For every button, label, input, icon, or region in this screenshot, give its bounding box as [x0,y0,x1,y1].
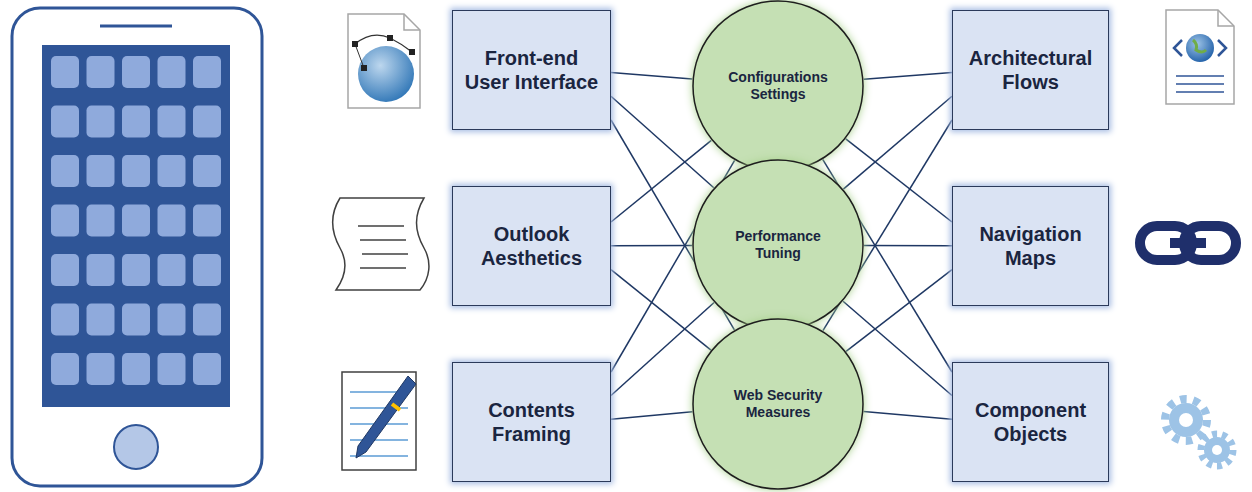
gears-icon [1165,399,1233,466]
chain-link-icon [1140,226,1236,260]
app-icon [193,106,221,138]
app-icon [87,155,115,187]
app-icon [122,254,150,286]
app-icon [87,106,115,138]
app-icon [158,106,186,138]
phone-screen [42,45,230,407]
home-button [114,425,158,469]
app-icon [158,205,186,237]
process-circle: Configurations Settings [692,0,864,172]
node-label: Architectural Flows [963,46,1098,94]
app-icon-grid [51,56,221,385]
app-icon [122,155,150,187]
node-label: Performance Tuning [716,228,840,263]
app-icon [122,106,150,138]
app-icon [158,353,186,385]
node-label: Web Security Measures [716,387,840,422]
process-circle: Web Security Measures [692,318,864,490]
app-icon [51,304,79,336]
phone-speaker [100,25,172,28]
phone-body [12,8,262,486]
app-icon [122,56,150,88]
connector-line [864,72,952,79]
input-box: Outlook Aesthetics [452,186,611,306]
app-icon [51,254,79,286]
connector-line [611,270,711,350]
connector-line [611,245,692,247]
app-icon [122,353,150,385]
app-icon [158,155,186,187]
node-label: Component Objects [963,398,1098,446]
app-icon [122,205,150,237]
process-circle: Performance Tuning [692,159,864,331]
circle-shape [693,160,863,330]
vector-document-icon [348,14,420,108]
input-box: Contents Framing [452,362,611,482]
app-icon [87,56,115,88]
pen-document-icon [342,372,416,470]
connector-line [864,245,952,247]
app-icon [87,304,115,336]
connector-line [846,139,952,222]
app-icon [158,304,186,336]
output-box: Architectural Flows [952,10,1109,130]
connector-line [864,412,952,420]
app-icon [87,205,115,237]
input-box: Front-end User Interface [452,10,611,130]
node-label: Contents Framing [463,398,600,446]
node-label: Front-end User Interface [463,46,600,94]
connector-line [846,270,952,352]
app-icon [193,205,221,237]
node-label: Outlook Aesthetics [463,222,600,270]
node-label: Configurations Settings [716,69,840,104]
app-icon [51,56,79,88]
connector-line [611,140,711,222]
circle-shape [693,1,863,171]
node-label: Navigation Maps [963,222,1098,270]
app-icon [193,353,221,385]
app-icon [193,56,221,88]
app-icon [193,304,221,336]
app-icon [193,254,221,286]
web-document-icon [1166,10,1234,104]
app-icon [158,56,186,88]
app-icon [122,304,150,336]
scroll-icon [333,198,429,290]
app-icon [51,353,79,385]
app-icon [87,254,115,286]
app-icon [51,155,79,187]
app-icon [158,254,186,286]
output-box: Component Objects [952,362,1109,482]
output-box: Navigation Maps [952,186,1109,306]
connector-line [611,72,692,79]
phone-illustration [12,8,262,486]
app-icon [87,353,115,385]
circle-shape [693,319,863,489]
app-icon [51,205,79,237]
app-icon [193,155,221,187]
app-icon [51,106,79,138]
connector-line [611,412,692,419]
